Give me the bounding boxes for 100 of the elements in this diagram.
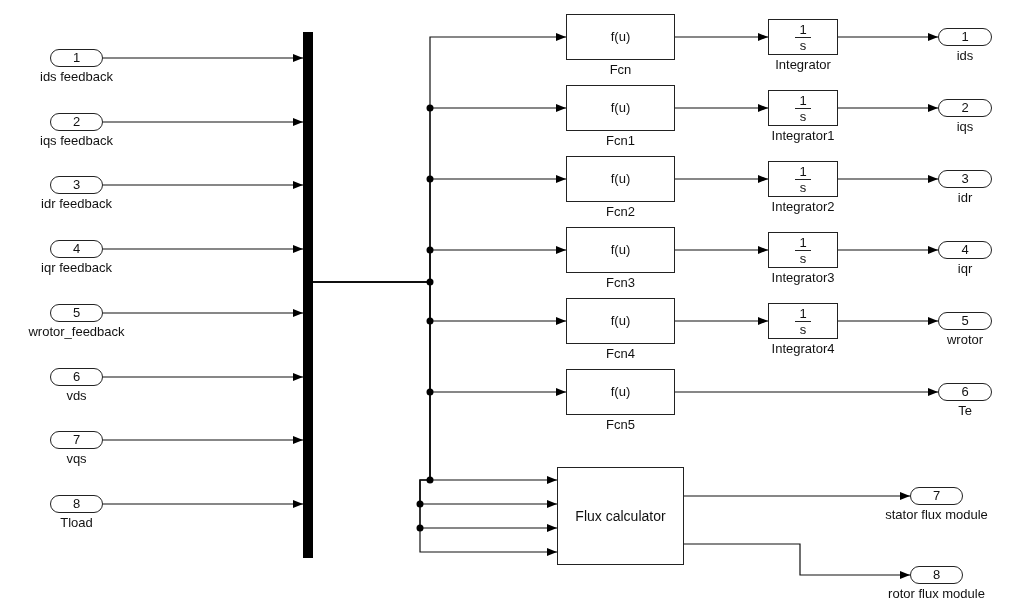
transfer-function-term: 1 xyxy=(799,235,807,249)
integrator-block xyxy=(768,19,838,55)
block-name: Integrator1 xyxy=(771,128,835,143)
inport-block xyxy=(50,431,103,449)
block-name: vds xyxy=(66,388,87,403)
function-expression: f(u) xyxy=(610,384,631,400)
block-name: idr xyxy=(957,190,973,205)
port-number: 5 xyxy=(961,313,969,329)
inport-block xyxy=(50,304,103,322)
function-block xyxy=(566,85,675,131)
outport-block xyxy=(938,99,992,117)
inport-block xyxy=(50,495,103,513)
inport-block xyxy=(50,176,103,194)
transfer-function-term: s xyxy=(799,251,807,265)
flux-calculator-block xyxy=(557,467,684,565)
block-name: Integrator xyxy=(775,57,831,72)
block-name: iqs feedback xyxy=(40,133,113,148)
signal-arrow xyxy=(674,388,939,396)
transfer-function-term: 1 xyxy=(799,22,807,36)
integrator-block xyxy=(768,161,838,197)
block-name: iqr feedback xyxy=(41,260,112,275)
inport-block xyxy=(50,368,103,386)
block-name: rotor flux module xyxy=(888,586,985,601)
outport-block xyxy=(910,487,963,505)
port-number: 1 xyxy=(72,50,81,66)
signal-arrow xyxy=(102,181,304,189)
block-name: idr feedback xyxy=(41,196,112,211)
transfer-function-term: s xyxy=(799,109,807,123)
block-name: Integrator4 xyxy=(771,341,835,356)
function-block xyxy=(566,227,675,273)
block-name: iqs xyxy=(956,119,974,134)
block-name: ids feedback xyxy=(40,69,113,84)
block-name: Fcn3 xyxy=(606,275,635,290)
transfer-function-term: 1 xyxy=(799,93,807,107)
block-name: iqr xyxy=(957,261,973,276)
port-number: 3 xyxy=(72,177,81,193)
function-block xyxy=(566,156,675,202)
transfer-function-term: 1 xyxy=(799,164,807,178)
port-number: 5 xyxy=(72,305,81,321)
signal-arrow xyxy=(102,500,304,508)
block-name: ids xyxy=(956,48,974,63)
signal-arrow xyxy=(102,436,304,444)
block-name: Fcn xyxy=(609,62,632,77)
outport-block xyxy=(938,312,992,330)
integrator-block xyxy=(768,232,838,268)
function-expression: f(u) xyxy=(610,242,631,258)
port-number: 3 xyxy=(961,171,969,187)
function-expression: f(u) xyxy=(610,171,631,187)
inport-block xyxy=(50,240,103,258)
block-name: Tload xyxy=(60,515,93,530)
signal-arrow xyxy=(102,54,304,62)
signal-arrow xyxy=(837,246,939,254)
port-number: 2 xyxy=(961,100,969,116)
block-name: Integrator2 xyxy=(771,199,835,214)
inport-block xyxy=(50,113,103,131)
block-name: Fcn2 xyxy=(606,204,635,219)
outport-block xyxy=(938,170,992,188)
signal-arrow xyxy=(674,33,769,41)
block-label: Flux calculator xyxy=(575,508,666,524)
outport-block xyxy=(910,566,963,584)
signal-arrow xyxy=(674,175,769,183)
port-number: 7 xyxy=(72,432,81,448)
signal-arrow xyxy=(837,33,939,41)
signal-arrow xyxy=(674,317,769,325)
port-number: 8 xyxy=(72,496,81,512)
outport-block xyxy=(938,241,992,259)
signal-arrow xyxy=(102,118,304,126)
signal-arrow xyxy=(683,543,911,579)
integrator-block xyxy=(768,90,838,126)
function-block xyxy=(566,14,675,60)
inport-block xyxy=(50,49,103,67)
port-number: 4 xyxy=(72,241,81,257)
port-number: 7 xyxy=(932,488,941,504)
block-name: Fcn5 xyxy=(606,417,635,432)
block-name: wrotor_feedback xyxy=(28,324,125,339)
function-expression: f(u) xyxy=(610,100,631,116)
signal-arrow xyxy=(837,175,939,183)
signal-arrow xyxy=(674,104,769,112)
block-name: wrotor xyxy=(946,332,984,347)
block-name: Fcn1 xyxy=(606,133,635,148)
block-name: Fcn4 xyxy=(606,346,635,361)
signal-arrow xyxy=(674,246,769,254)
port-number: 2 xyxy=(72,114,81,130)
signal-arrow xyxy=(102,245,304,253)
port-number: 1 xyxy=(961,29,969,45)
block-name: Integrator3 xyxy=(771,270,835,285)
signal-arrow xyxy=(102,373,304,381)
function-block xyxy=(566,298,675,344)
signal-arrow xyxy=(683,492,911,500)
block-name: Te xyxy=(958,403,972,418)
transfer-function-term: 1 xyxy=(799,306,807,320)
transfer-function-term: s xyxy=(799,322,807,336)
transfer-function-term: s xyxy=(799,38,807,52)
port-number: 4 xyxy=(961,242,969,258)
port-number: 6 xyxy=(72,369,81,385)
block-name: vqs xyxy=(66,451,87,466)
signal-arrow xyxy=(102,309,304,317)
integrator-block xyxy=(768,303,838,339)
signal-arrow xyxy=(837,317,939,325)
function-expression: f(u) xyxy=(610,313,631,329)
